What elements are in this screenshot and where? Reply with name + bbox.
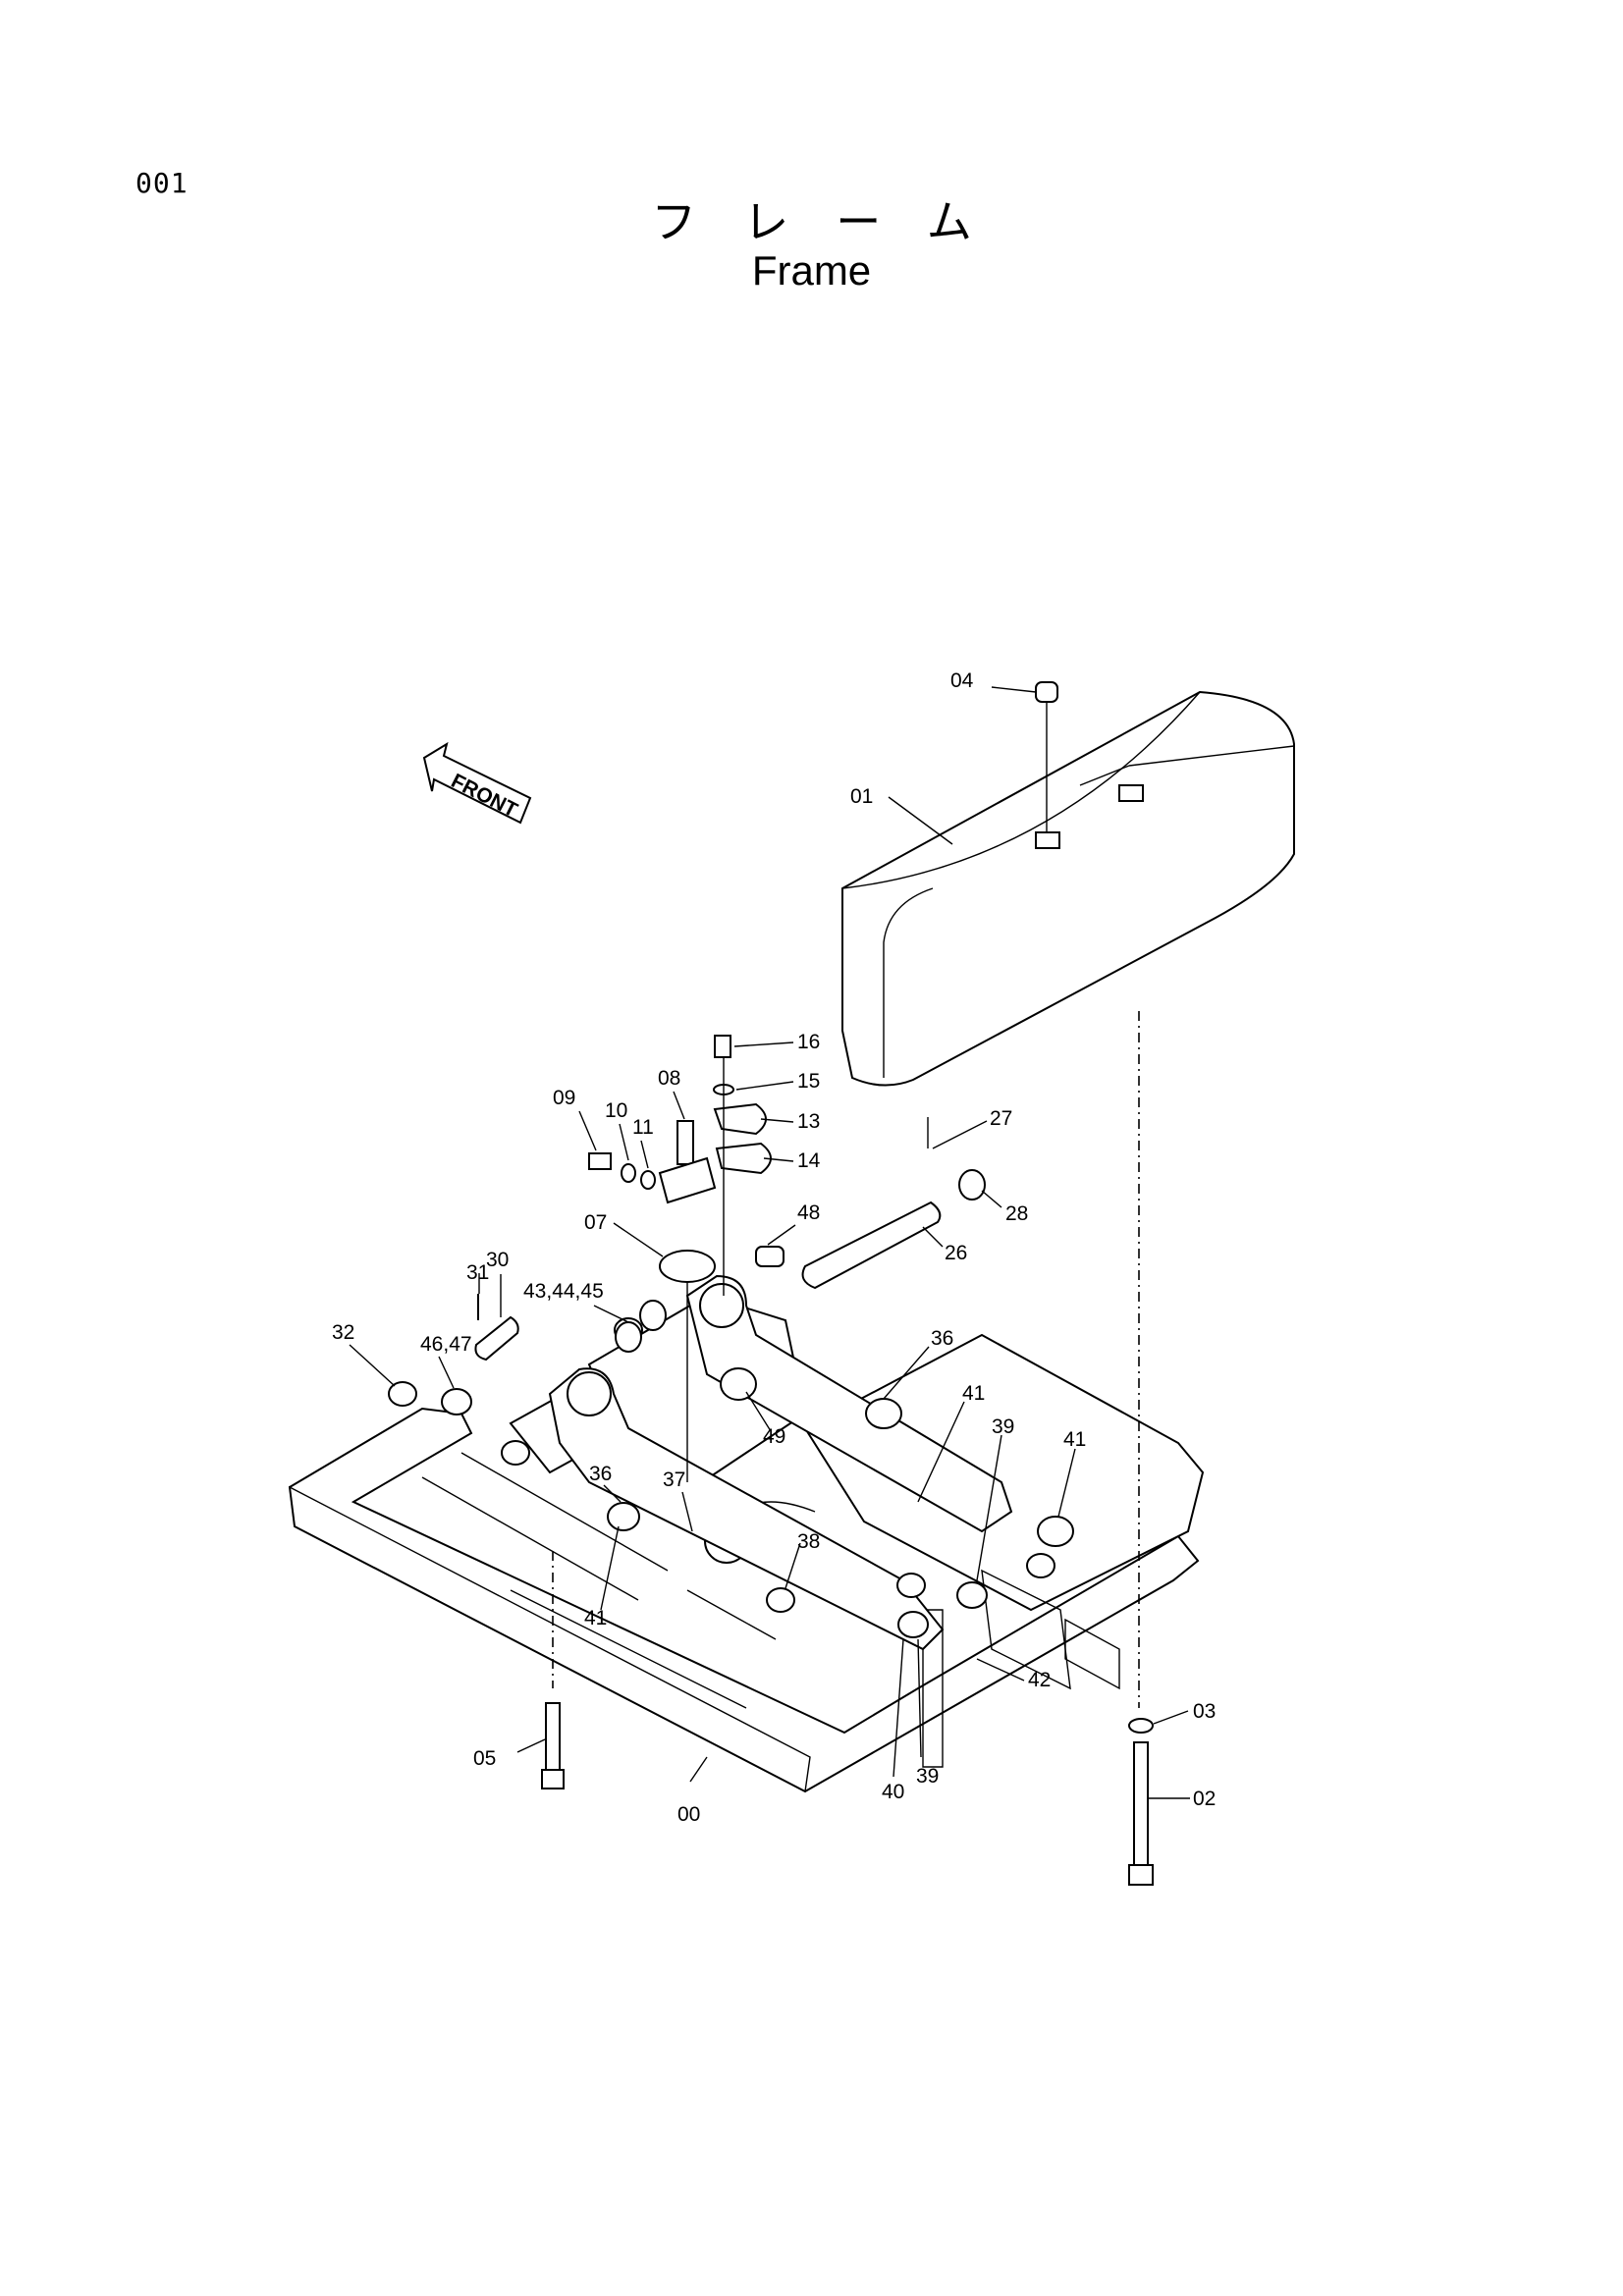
callout-16: 16: [797, 1031, 820, 1053]
leader-lines: [349, 686, 1190, 1799]
callout-10: 10: [605, 1099, 627, 1122]
callout-04: 04: [950, 669, 974, 692]
boom-bracket: [548, 1274, 1013, 1651]
bolt-02: [1128, 1011, 1154, 1886]
callout-00: 00: [677, 1803, 700, 1826]
callout-28: 28: [1005, 1202, 1028, 1225]
callout-40: 40: [882, 1781, 904, 1803]
cap-part: [1035, 681, 1058, 832]
callout-30: 30: [486, 1249, 509, 1271]
callout-08: 08: [658, 1067, 680, 1090]
callout-39-lower: 39: [916, 1765, 939, 1788]
washer-43: [615, 1321, 642, 1353]
bushings: [501, 1317, 1074, 1638]
callout-36-upper: 36: [931, 1327, 953, 1350]
washer-44: [639, 1300, 667, 1331]
callout-43-44-45: 43,44,45: [523, 1280, 604, 1303]
callout-41-lower: 41: [584, 1607, 607, 1629]
callout-39-upper: 39: [992, 1415, 1014, 1438]
plate-assembly: [713, 1035, 772, 1296]
counterweight: [841, 690, 1295, 1087]
callout-03: 03: [1193, 1700, 1216, 1723]
washer-46: [441, 1388, 472, 1415]
callout-11: 11: [632, 1116, 654, 1139]
callout-09: 09: [553, 1087, 575, 1109]
callout-41-upper: 41: [962, 1382, 985, 1405]
callout-38: 38: [797, 1530, 820, 1553]
callout-13: 13: [797, 1110, 820, 1133]
front-arrow: FRONT: [422, 741, 532, 825]
front-arrow-label: FRONT: [448, 770, 521, 822]
callout-36-lower: 36: [589, 1463, 612, 1485]
callout-41-right: 41: [1063, 1428, 1086, 1451]
page-number: 001: [135, 167, 189, 199]
callout-02: 02: [1193, 1788, 1216, 1810]
callout-31: 31: [466, 1261, 489, 1284]
callout-01: 01: [850, 785, 873, 808]
title-japanese: フレーム: [651, 195, 1019, 248]
callout-27: 27: [990, 1107, 1012, 1130]
callout-32: 32: [332, 1321, 354, 1344]
callout-48: 48: [797, 1201, 820, 1224]
callout-46-47: 46,47: [420, 1333, 472, 1356]
washer-07: [659, 1250, 716, 1283]
callout-49: 49: [763, 1425, 785, 1448]
callout-26: 26: [945, 1242, 967, 1264]
callout-14: 14: [797, 1149, 821, 1172]
pin-part: [801, 1117, 986, 1290]
callout-labels: 04 01 16 15 13 14 09 10 11 08 07 48 27 2…: [332, 669, 1216, 1826]
cap-48-part: [755, 1246, 784, 1267]
callout-37: 37: [663, 1468, 685, 1491]
title-english: Frame: [751, 247, 872, 294]
callout-42: 42: [1028, 1669, 1051, 1691]
pin-08-assembly: [588, 1120, 717, 1204]
main-frame: [288, 1294, 1205, 1793]
callout-15: 15: [797, 1070, 820, 1093]
pin-30-assembly: [474, 1294, 519, 1362]
callout-07: 07: [584, 1211, 607, 1234]
ring-32: [388, 1381, 417, 1407]
bolt-05: [541, 1551, 565, 1789]
callout-05: 05: [473, 1747, 496, 1770]
